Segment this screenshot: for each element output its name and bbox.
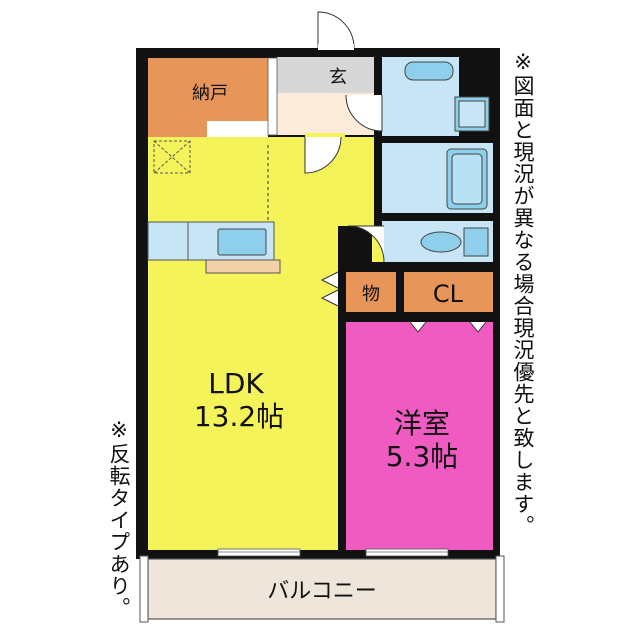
- western-size-label: 5.3帖: [386, 440, 459, 473]
- toilet-tank: [463, 227, 489, 257]
- void-x-line: [153, 140, 191, 174]
- void-x-line: [153, 140, 191, 174]
- washbasin-icon: [404, 61, 454, 81]
- door-swing-icon: [345, 94, 383, 132]
- storage-label: 納戸: [192, 83, 228, 104]
- window: [217, 548, 301, 557]
- entrance-door-icon: [317, 11, 355, 49]
- balcony: [147, 558, 497, 620]
- entrance-label: 玄: [329, 67, 347, 88]
- door-opening: [305, 133, 345, 139]
- kitchen-bar: [205, 259, 281, 274]
- closet: [404, 272, 493, 312]
- closet-small: [346, 272, 396, 312]
- ldk-label: LDK: [208, 367, 264, 400]
- void-box-icon: [153, 140, 191, 174]
- western-label: 洋室: [394, 407, 450, 440]
- closet-door-icon: [409, 321, 427, 333]
- sliding-door: [267, 57, 278, 136]
- balcony-rail: [139, 555, 149, 623]
- toilet-icon: [420, 231, 462, 253]
- shoe-cabinet: [277, 57, 374, 93]
- closet-door-icon: [320, 289, 339, 307]
- closet-door-icon: [320, 271, 339, 289]
- bathtub-inner: [451, 153, 483, 205]
- closet-door-icon: [469, 321, 487, 333]
- closet-label: CL: [433, 280, 464, 308]
- western-room: [346, 322, 493, 550]
- storage-notch: [207, 121, 268, 137]
- door-swing-icon: [347, 225, 385, 263]
- washing-machine-drum: [458, 100, 486, 128]
- reverse-type-note: ※反転タイプあり。: [107, 418, 131, 619]
- window: [365, 548, 449, 557]
- pipe-space: [459, 57, 493, 79]
- door-swing-icon: [304, 136, 342, 174]
- entrance-door-gap: [318, 44, 354, 50]
- balcony-label: バルコニー: [267, 579, 377, 604]
- ldk-size-label: 13.2帖: [194, 400, 284, 433]
- disclaimer-note: ※図面と現況が異なる場合現況優先と致します。: [511, 50, 535, 537]
- kitchen-sink-icon: [217, 228, 267, 256]
- closet-small-label: 物: [362, 284, 380, 305]
- balcony-rail: [495, 555, 505, 623]
